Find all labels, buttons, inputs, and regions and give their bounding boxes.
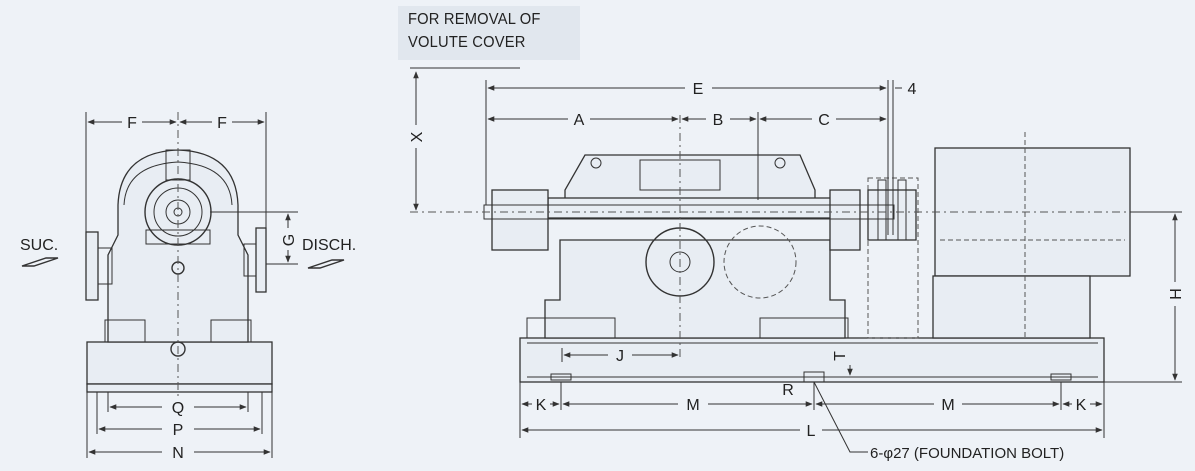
dim-4: 4 [908,81,917,98]
note-line-2: VOLUTE COVER [408,34,526,51]
dim-K-right: K [1076,397,1087,414]
dim-C: C [818,112,830,129]
dim-G: G [281,234,298,246]
foundation-bolt-label: 6-φ27 (FOUNDATION BOLT) [870,445,1064,462]
dim-R: R [782,382,794,399]
volute-cover-note-box [398,6,580,60]
dim-M-left: M [686,397,699,414]
dim-F-left: F [127,115,137,132]
dim-A: A [574,112,585,129]
dim-N: N [172,445,184,462]
dim-K-left: K [536,397,547,414]
dim-B: B [713,112,724,129]
note-line-1: FOR REMOVAL OF [408,11,541,28]
dim-F-right: F [217,115,227,132]
dim-M-right: M [941,397,954,414]
dim-Q: Q [172,400,184,417]
dim-L: L [807,423,816,440]
side-view [410,67,1182,453]
dim-P: P [173,422,184,439]
end-view [21,112,345,458]
dim-E: E [693,81,704,98]
dim-J: J [616,348,624,365]
discharge-label: DISCH. [302,237,356,254]
dim-H: H [1168,288,1185,300]
suction-label: SUC. [20,237,58,254]
dim-T: T [832,351,849,361]
dim-X: X [409,131,426,142]
